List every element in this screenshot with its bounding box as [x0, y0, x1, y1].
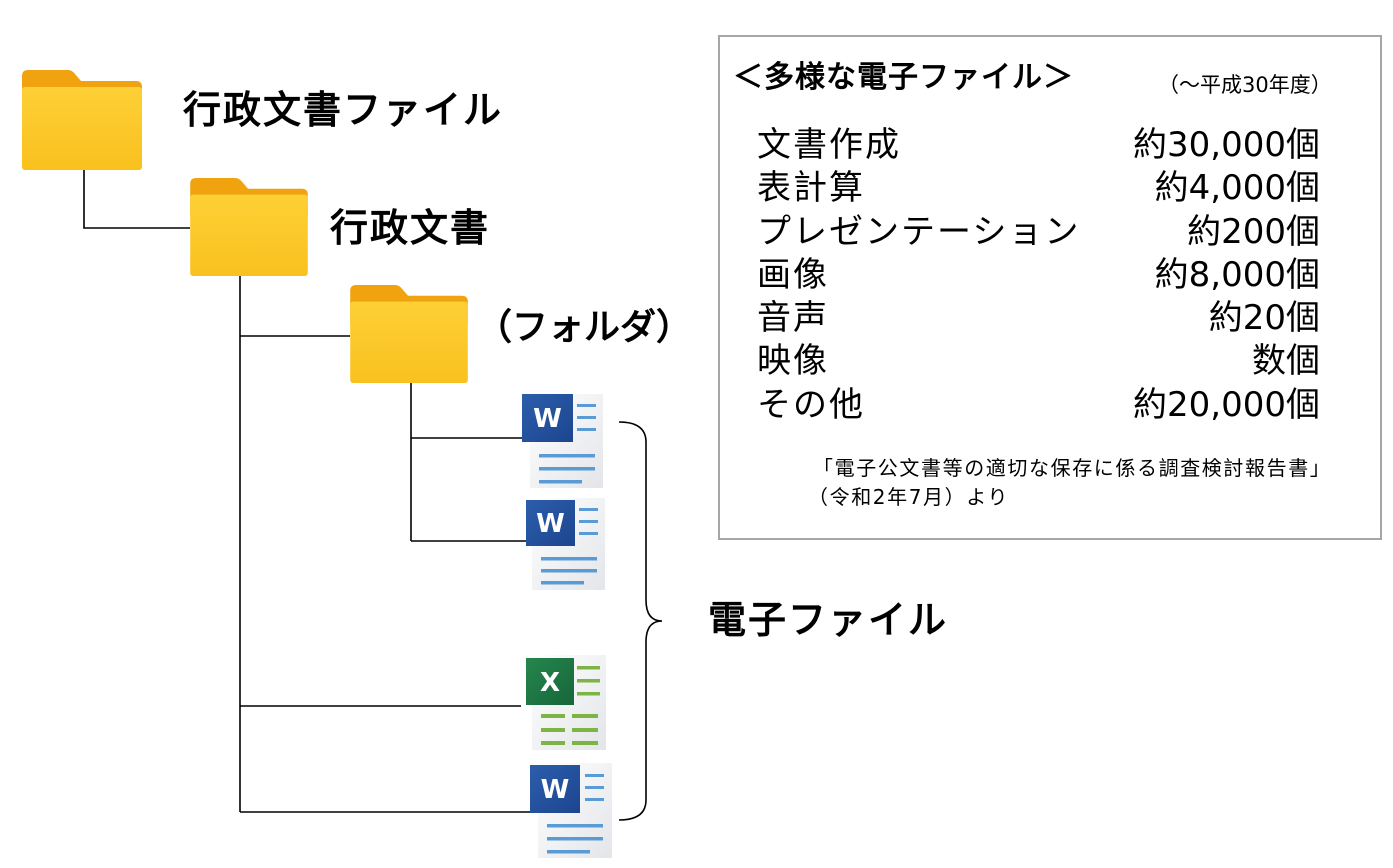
- word-icon-letter: W: [536, 509, 565, 539]
- file-type-label: 画像: [757, 254, 829, 295]
- word-document-icon: W: [530, 763, 612, 858]
- file-count: 約8,000個: [1154, 254, 1320, 295]
- info-box: ＜多様な電子ファイル＞ （～平成30年度） 文書作成 約30,000個 表計算 …: [718, 35, 1382, 540]
- file-type-label: 音声: [757, 298, 829, 339]
- word-document-icon: W: [522, 394, 603, 488]
- file-type-row: 画像 約8,000個: [757, 254, 1320, 297]
- file-type-row: 文書作成 約30,000個: [757, 124, 1320, 167]
- file-type-row: プレゼンテーション 約200個: [757, 211, 1320, 254]
- folder-icon: [350, 285, 468, 383]
- electronic-files-label: 電子ファイル: [708, 598, 949, 642]
- subfolder-label: （フォルダ）: [476, 307, 693, 348]
- file-count: 約4,000個: [1154, 168, 1320, 209]
- file-type-label: 表計算: [757, 168, 865, 209]
- file-type-row: 音声 約20個: [757, 297, 1320, 340]
- source-note-date: （令和2年7月）より: [808, 485, 1010, 509]
- file-type-label: 文書作成: [757, 125, 901, 165]
- source-note-title: 「電子公文書等の適切な保存に係る調査検討報告書」: [813, 456, 1332, 480]
- file-count: 約20個: [1208, 298, 1320, 339]
- file-type-list: 文書作成 約30,000個 表計算 約4,000個 プレゼンテーション 約200…: [757, 124, 1320, 427]
- excel-spreadsheet-icon: X: [526, 655, 606, 750]
- document-label: 行政文書: [330, 206, 491, 250]
- file-type-label: その他: [757, 384, 865, 425]
- info-box-period: （～平成30年度）: [1158, 73, 1332, 97]
- word-icon-letter: W: [533, 404, 562, 434]
- file-count: 約20,000個: [1133, 384, 1320, 425]
- file-count: 約200個: [1187, 211, 1320, 252]
- file-type-label: プレゼンテーション: [757, 211, 1081, 252]
- word-document-icon: W: [526, 498, 605, 590]
- file-folder-label: 行政文書ファイル: [183, 88, 504, 132]
- connector-file-folder-to-document: [83, 170, 190, 229]
- word-icon-letter: W: [541, 775, 570, 805]
- folder-icon: [22, 70, 142, 170]
- file-type-row: その他 約20,000個: [757, 384, 1320, 427]
- file-type-label: 映像: [757, 341, 829, 382]
- file-count: 数個: [1252, 341, 1320, 382]
- file-count: 約30,000個: [1133, 125, 1320, 165]
- excel-icon-letter: X: [540, 668, 560, 698]
- folder-icon: [190, 178, 308, 276]
- file-type-row: 映像 数個: [757, 340, 1320, 383]
- info-box-title: ＜多様な電子ファイル＞: [733, 60, 1074, 95]
- file-type-row: 表計算 約4,000個: [757, 167, 1320, 210]
- electronic-files-bracket: [618, 421, 663, 821]
